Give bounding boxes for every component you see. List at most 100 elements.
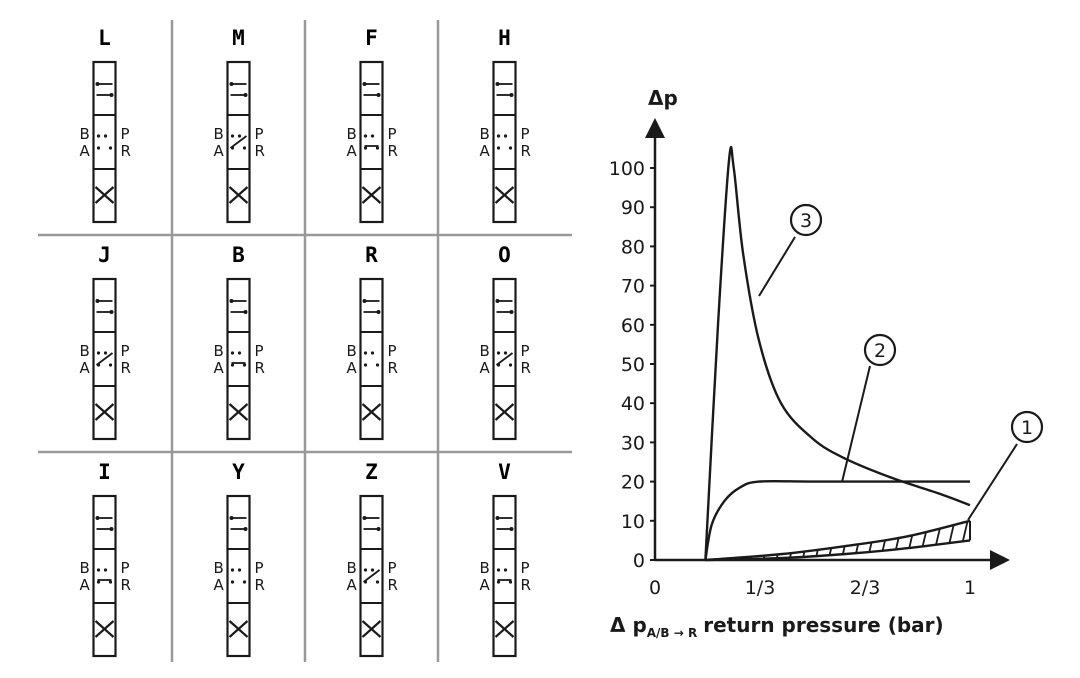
y-tick-label: 10	[621, 511, 645, 533]
port-dot	[503, 351, 508, 355]
callout-leader	[967, 443, 1018, 521]
spool-body	[492, 277, 517, 441]
port-label-a: A	[480, 359, 491, 377]
hatch-line	[930, 520, 945, 560]
flow-dot	[362, 299, 367, 303]
series-3-line	[704, 145, 971, 561]
port-label-a: A	[214, 359, 225, 377]
port-dot	[230, 351, 235, 355]
port-label-p: P	[255, 559, 264, 577]
port-dot	[496, 134, 501, 138]
flow-dot	[229, 516, 234, 520]
y-axis-title: Δp	[648, 86, 678, 110]
hatch-line	[774, 520, 789, 560]
port-dot	[230, 580, 235, 584]
y-tick-label: 0	[633, 550, 645, 572]
callout-number: 3	[800, 210, 812, 232]
port-label-b: B	[347, 125, 357, 143]
port-label-r: R	[121, 576, 131, 594]
flow-dot	[495, 516, 500, 520]
flow-dot	[243, 93, 248, 97]
curve-callout-2: 2	[841, 333, 897, 483]
x-axis-title-suffix: return pressure (bar)	[703, 613, 943, 637]
cross-line	[228, 620, 249, 638]
port-dot	[96, 351, 101, 355]
hatch-line	[969, 520, 970, 560]
port-dot	[363, 363, 368, 367]
hatch-line	[943, 520, 958, 560]
port-dot	[103, 134, 108, 138]
center-connection	[495, 352, 514, 366]
cross-line	[494, 403, 515, 421]
port-dot	[242, 363, 247, 367]
port-dot	[375, 146, 380, 150]
spool-body	[492, 494, 517, 658]
port-dot	[496, 351, 501, 355]
port-dot	[375, 580, 380, 584]
x-tick-label: 1/3	[745, 577, 776, 599]
cross-line	[94, 403, 115, 421]
port-label-a: A	[80, 576, 91, 594]
spool-code: H	[498, 26, 511, 50]
spool-code: Y	[232, 460, 245, 484]
center-connection	[95, 352, 114, 366]
flow-dot	[495, 82, 500, 86]
spool-code: O	[498, 243, 511, 267]
port-dot	[370, 134, 375, 138]
spool-body	[92, 277, 117, 441]
port-dot	[96, 568, 101, 572]
series-1-hatch	[748, 513, 996, 564]
flow-dot	[509, 310, 514, 314]
port-label-a: A	[80, 142, 91, 160]
y-tick-label: 50	[621, 354, 645, 376]
port-label-b: B	[480, 559, 490, 577]
port-label-r: R	[121, 142, 131, 160]
port-dot	[363, 351, 368, 355]
flow-dot	[362, 82, 367, 86]
port-label-p: P	[521, 559, 530, 577]
spool-body	[226, 60, 251, 224]
series-1-lower-line	[705, 539, 971, 562]
spool-code: I	[98, 460, 111, 484]
spool-symbol-grid: LBAPRMBAPRFBAPRHBAPRJBAPRBBAPRRBAPROBAPR…	[38, 20, 572, 662]
curve-callout-3: 3	[758, 203, 823, 297]
hatch-line	[984, 513, 996, 564]
port-label-a: A	[214, 576, 225, 594]
y-tick-label: 100	[609, 158, 645, 180]
port-label-a: A	[347, 359, 358, 377]
cross-line	[361, 186, 382, 204]
port-dot	[363, 146, 368, 150]
port-label-b: B	[214, 125, 224, 143]
flow-dot	[243, 310, 248, 314]
spool-code: V	[498, 460, 511, 484]
callout-circle	[789, 203, 823, 237]
port-label-p: P	[255, 125, 264, 143]
port-label-r: R	[388, 576, 398, 594]
port-label-p: P	[388, 342, 397, 360]
flow-dot	[495, 299, 500, 303]
spool-code: J	[98, 243, 111, 267]
flow-dot	[109, 527, 114, 531]
spool-body	[226, 277, 251, 441]
port-label-a: A	[80, 359, 91, 377]
flow-dot	[95, 299, 100, 303]
spool-body	[359, 60, 384, 224]
spool-code: L	[98, 26, 111, 50]
port-label-p: P	[388, 125, 397, 143]
port-label-r: R	[255, 576, 265, 594]
spool-code: B	[232, 243, 245, 267]
port-label-b: B	[80, 559, 90, 577]
port-label-p: P	[121, 342, 130, 360]
callout-circle	[863, 333, 897, 367]
y-tick-label: 60	[621, 315, 645, 337]
port-label-r: R	[521, 142, 531, 160]
port-label-b: B	[214, 342, 224, 360]
y-tick-label: 20	[621, 472, 645, 494]
port-dot	[96, 134, 101, 138]
